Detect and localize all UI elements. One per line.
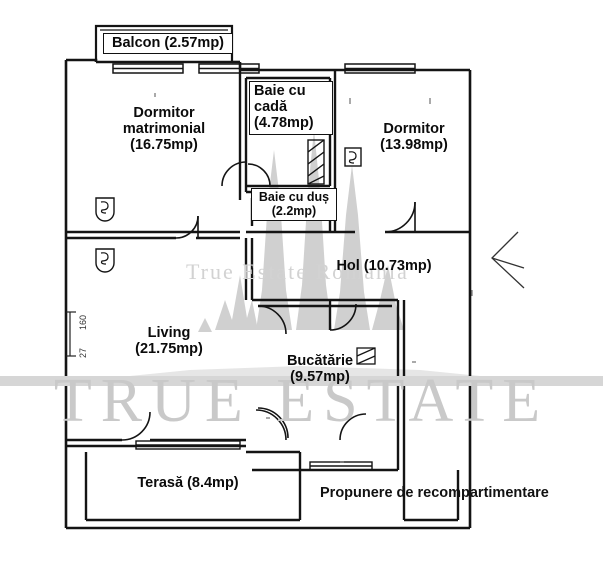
tick-marks xyxy=(154,93,473,463)
exterior-walls xyxy=(64,58,472,530)
dimension-line-left xyxy=(66,311,76,357)
watermark-skyline xyxy=(110,130,500,386)
dimension-label-lower: 27 xyxy=(78,347,88,358)
window-symbols-top xyxy=(112,63,416,74)
bathtub-fixture xyxy=(307,139,325,185)
dimension-label-upper: 160 xyxy=(78,314,88,330)
radiator-symbol-group xyxy=(95,147,362,273)
plan-caption: Propunere de recompartimentare xyxy=(320,485,549,501)
direction-arrow xyxy=(491,231,525,289)
window-symbols-bottom xyxy=(135,440,373,471)
kitchen-counter-fixture xyxy=(356,347,376,365)
radiator-symbol-glyphs xyxy=(100,151,357,265)
